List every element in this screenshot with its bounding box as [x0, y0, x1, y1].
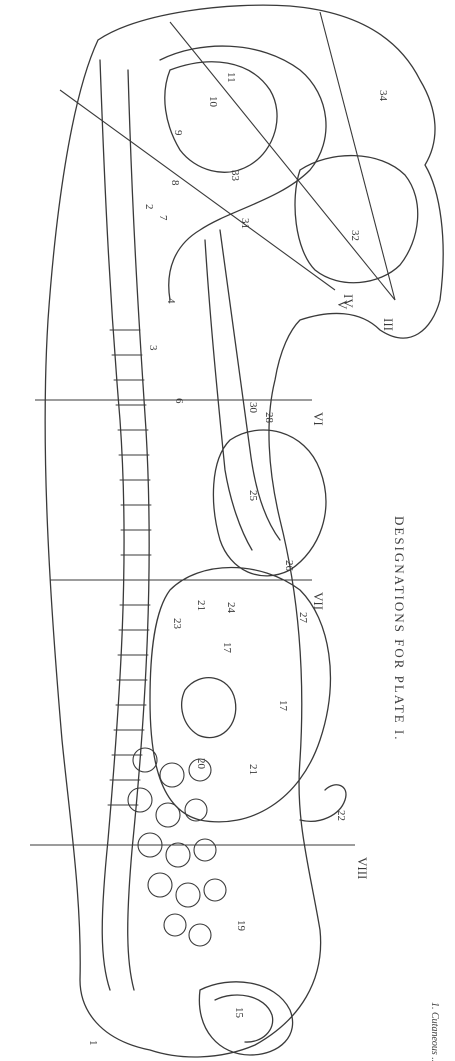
label-30: 30 — [247, 402, 259, 414]
label-8: 8 — [169, 180, 181, 186]
section-label-VIII: VIII — [355, 857, 370, 879]
label-19: 19 — [235, 920, 247, 932]
label-28: 28 — [263, 412, 275, 424]
region-labels: 1 2 3 4 6 7 8 9 10 11 15 17 17 19 20 21 … — [87, 72, 389, 1046]
label-27: 27 — [297, 612, 309, 624]
section-label-III: III — [381, 318, 396, 331]
label-33: 33 — [229, 170, 241, 182]
label-7: 7 — [157, 215, 169, 221]
spine-outline — [100, 60, 124, 990]
label-4: 4 — [165, 298, 177, 304]
section-label-V: V — [335, 300, 350, 310]
label-9: 9 — [172, 130, 184, 136]
section-label-VII: VII — [311, 592, 326, 610]
label-32: 32 — [349, 230, 361, 241]
label-15: 15 — [233, 1007, 245, 1019]
section-lines — [30, 12, 395, 845]
label-6: 6 — [173, 398, 185, 404]
label-24: 24 — [225, 602, 237, 614]
plate-caption: DESIGNATIONS FOR PLATE I. — [392, 516, 407, 742]
label-1: 1 — [87, 1040, 99, 1046]
liver-outline — [150, 568, 330, 822]
stomach-outline — [182, 678, 236, 738]
label-34: 34 — [377, 90, 389, 102]
label-17a: 17 — [221, 642, 233, 654]
label-11: 11 — [225, 72, 237, 83]
section-label-VI: VI — [311, 412, 326, 426]
label-21b: 21 — [195, 600, 207, 611]
label-21: 21 — [247, 764, 259, 775]
body-drawing — [45, 5, 443, 1057]
label-3: 3 — [147, 345, 159, 351]
lower-limb-inner — [215, 995, 273, 1042]
plate-footnote: 1. Cutaneous ... — [429, 1002, 440, 1061]
label-26: 26 — [283, 560, 295, 572]
brain-outline — [165, 62, 277, 172]
section-line-labels: III IV V VI VII VIII — [311, 294, 396, 879]
label-25: 25 — [247, 490, 259, 502]
label-10: 10 — [207, 96, 219, 108]
label-2: 2 — [143, 204, 155, 210]
section-line-IV — [320, 12, 395, 300]
upper-limb — [295, 156, 418, 283]
label-17b: 17 — [277, 700, 289, 712]
label-23: 23 — [171, 618, 183, 630]
label-20: 20 — [195, 758, 207, 770]
label-22: 22 — [335, 810, 347, 821]
intestine-loops — [128, 748, 226, 946]
head-inner — [160, 46, 326, 300]
label-31: 31 — [239, 218, 251, 229]
esophagus — [205, 240, 252, 550]
section-line-III — [170, 22, 395, 300]
body-outline — [45, 5, 443, 1057]
lower-limb — [199, 982, 292, 1055]
section-line-V — [60, 90, 335, 290]
